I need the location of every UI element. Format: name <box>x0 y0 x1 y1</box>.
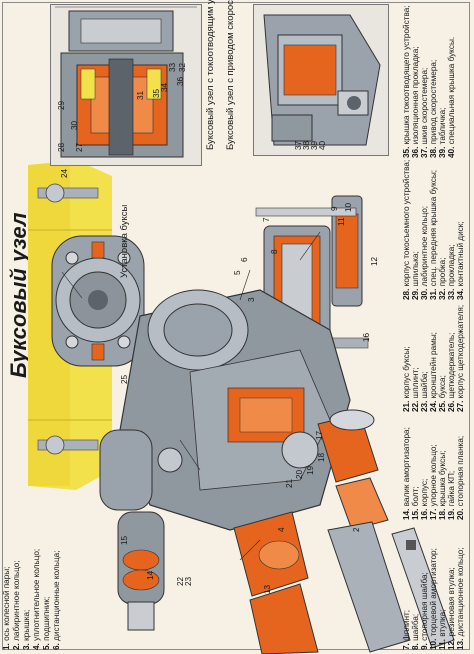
callout-21: 21 <box>285 478 294 488</box>
legend-item: 19. гайка КП; <box>447 470 456 520</box>
legend-item: 11. втулка; <box>438 609 447 650</box>
callout-40: 40 <box>318 140 327 150</box>
speedometer-illustration <box>254 5 388 155</box>
callout-12: 12 <box>370 256 379 266</box>
legend-item: 28. корпус токосъемного устройства; <box>402 159 411 300</box>
legend-item: 40. специальная крышка буксы. <box>447 36 456 158</box>
inset-speedometer <box>253 4 389 156</box>
legend-item: 25. букса; <box>438 375 447 412</box>
callout-28: 28 <box>57 142 66 152</box>
legend-item: 36. изоляционная прокладка; <box>411 46 420 158</box>
callout-33: 33 <box>168 62 177 72</box>
callout-6: 6 <box>240 257 249 262</box>
legend-item: 13. дистанционное кольцо; <box>456 547 465 650</box>
callout-18: 18 <box>317 452 326 462</box>
legend-item: 34. контактный диск; <box>456 221 465 300</box>
callout-7: 7 <box>262 217 271 222</box>
callout-15: 15 <box>120 535 129 545</box>
legend-item: 31. спец. передняя крышка буксы; <box>429 169 438 300</box>
callout-16: 16 <box>362 332 371 342</box>
legend-item: 17. упорное кольцо; <box>429 444 438 520</box>
callout-8: 8 <box>270 249 279 254</box>
caption-install: Установка буксы <box>119 204 130 278</box>
callout-32: 32 <box>178 62 187 72</box>
axle-box-front-view <box>51 235 145 367</box>
legend-item: 27. корпус щеткодержателя; <box>456 304 465 412</box>
legend-item: 37. шкив скоростемера; <box>420 67 429 158</box>
legend-item: 30. лабиринтное кольцо; <box>420 205 429 300</box>
callout-31: 31 <box>136 90 145 100</box>
legend-item: 39. табличка; <box>438 107 447 158</box>
legend-item: 2. лабиринтное кольцо; <box>12 560 21 650</box>
legend-item: 35. крышка токоотводящего устройства; <box>402 5 411 158</box>
callout-14: 14 <box>146 570 155 580</box>
inset-current-collector <box>50 4 202 166</box>
callout-5: 5 <box>233 270 242 275</box>
callout-10: 10 <box>344 202 353 212</box>
legend-item: 18. крышка буксы; <box>438 450 447 520</box>
callout-4: 4 <box>277 527 286 532</box>
caption-speedometer: Буксовый узел с приводом скоростемера <box>225 0 236 150</box>
legend-item: 5. подшипник; <box>42 596 51 650</box>
leader-lines <box>61 231 321 561</box>
callout-3: 3 <box>247 297 256 302</box>
axle-box-body <box>119 289 351 531</box>
legend-item: 38. привод скоростемера; <box>429 59 438 158</box>
legend-item: 33. прокладка; <box>447 244 456 300</box>
legend-item: 23. шайба; <box>420 371 429 412</box>
legend-item: 10. торцевой амортизатор; <box>429 548 438 650</box>
legend-item: 14. валик амортизатора; <box>402 427 411 520</box>
exploded-shaft-parts <box>233 409 455 654</box>
callout-34: 34 <box>160 82 169 92</box>
legend-item: 20. стопорная планка; <box>456 435 465 520</box>
legend-item: 24. кронштейн рамы; <box>429 332 438 412</box>
legend-item: 8. шайба; <box>411 613 420 650</box>
legend-item: 15. болт; <box>411 486 420 520</box>
callout-23: 23 <box>184 576 193 586</box>
legend-item: 6. дистанционные кольца; <box>52 550 61 650</box>
legend-item: 16. корпус; <box>420 478 429 520</box>
lower-cylinders <box>99 429 165 631</box>
legend-item: 3. крышка; <box>22 609 31 650</box>
legend-item: 22. шплинт; <box>411 367 420 412</box>
legend-item: 7. шплинт; <box>402 609 411 650</box>
current-collector-illustration <box>51 5 201 165</box>
caption-current: Буксовый узел с токоотводящим устройство… <box>205 0 216 150</box>
callout-36: 36 <box>176 76 185 86</box>
legend-item: 1. ось колесной пары; <box>2 566 11 650</box>
callout-13: 13 <box>263 584 272 594</box>
callout-17: 17 <box>315 430 324 440</box>
legend-item: 9. стопорная шайба; <box>420 572 429 650</box>
legend-item: 32. пробка; <box>438 257 447 301</box>
page-border <box>2 2 470 650</box>
callout-25: 25 <box>120 374 129 384</box>
callout-27: 27 <box>75 142 84 152</box>
callout-20: 20 <box>295 469 304 479</box>
legend-item: 4. уплотнительное кольцо; <box>32 548 41 650</box>
callout-30: 30 <box>70 120 79 130</box>
callout-9: 9 <box>330 206 339 211</box>
legend-item: 12. резиновая втулка; <box>447 567 456 650</box>
callout-19: 19 <box>306 465 315 475</box>
callout-29: 29 <box>57 100 66 110</box>
callout-11: 11 <box>337 217 346 227</box>
callout-2: 2 <box>352 527 361 532</box>
callout-24: 24 <box>60 168 69 178</box>
legend-item: 21. корпус буксы; <box>402 346 411 412</box>
legend-item: 29. шпилька; <box>411 251 420 300</box>
legend-item: 26. щеткодержатель; <box>447 332 456 412</box>
callout-35: 35 <box>152 88 161 98</box>
